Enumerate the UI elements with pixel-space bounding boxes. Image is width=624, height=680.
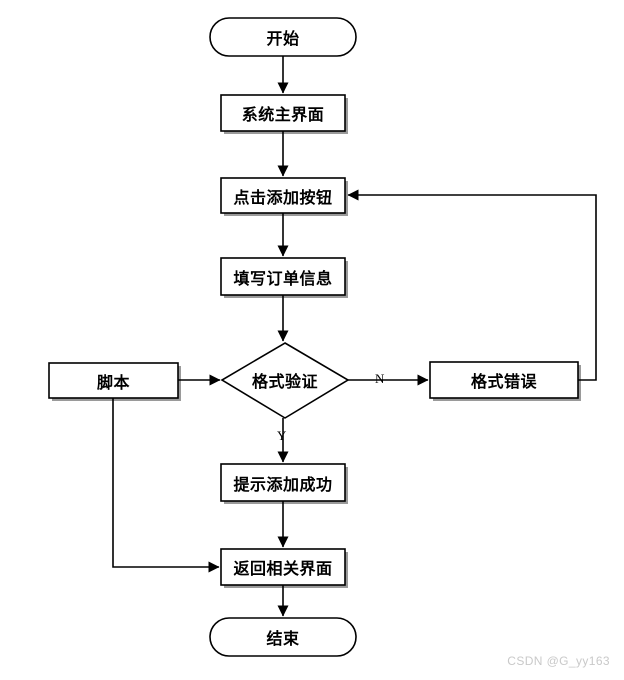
node-format-error-shape — [429, 361, 579, 399]
node-fill-order-shape — [220, 257, 346, 296]
node-click-add-shape — [220, 177, 346, 214]
flowchart-edges — [112, 56, 597, 617]
flowchart-nodes — [48, 17, 579, 657]
node-end-shape — [209, 617, 357, 657]
node-validate-shape — [220, 342, 350, 419]
node-add-success-shape — [220, 463, 346, 502]
csdn-watermark: CSDN @G_yy163 — [507, 654, 610, 668]
node-script-shape — [48, 362, 179, 399]
node-start-shape — [209, 17, 357, 57]
edge-error-to-click — [347, 189, 597, 381]
edge-label-no: N — [375, 371, 385, 386]
node-shadows — [52, 98, 581, 588]
edge-script-to-return — [112, 398, 220, 573]
node-return-ui-shape — [220, 548, 346, 586]
edge-label-yes: Y — [277, 428, 287, 443]
node-main-ui-shape — [220, 94, 346, 132]
